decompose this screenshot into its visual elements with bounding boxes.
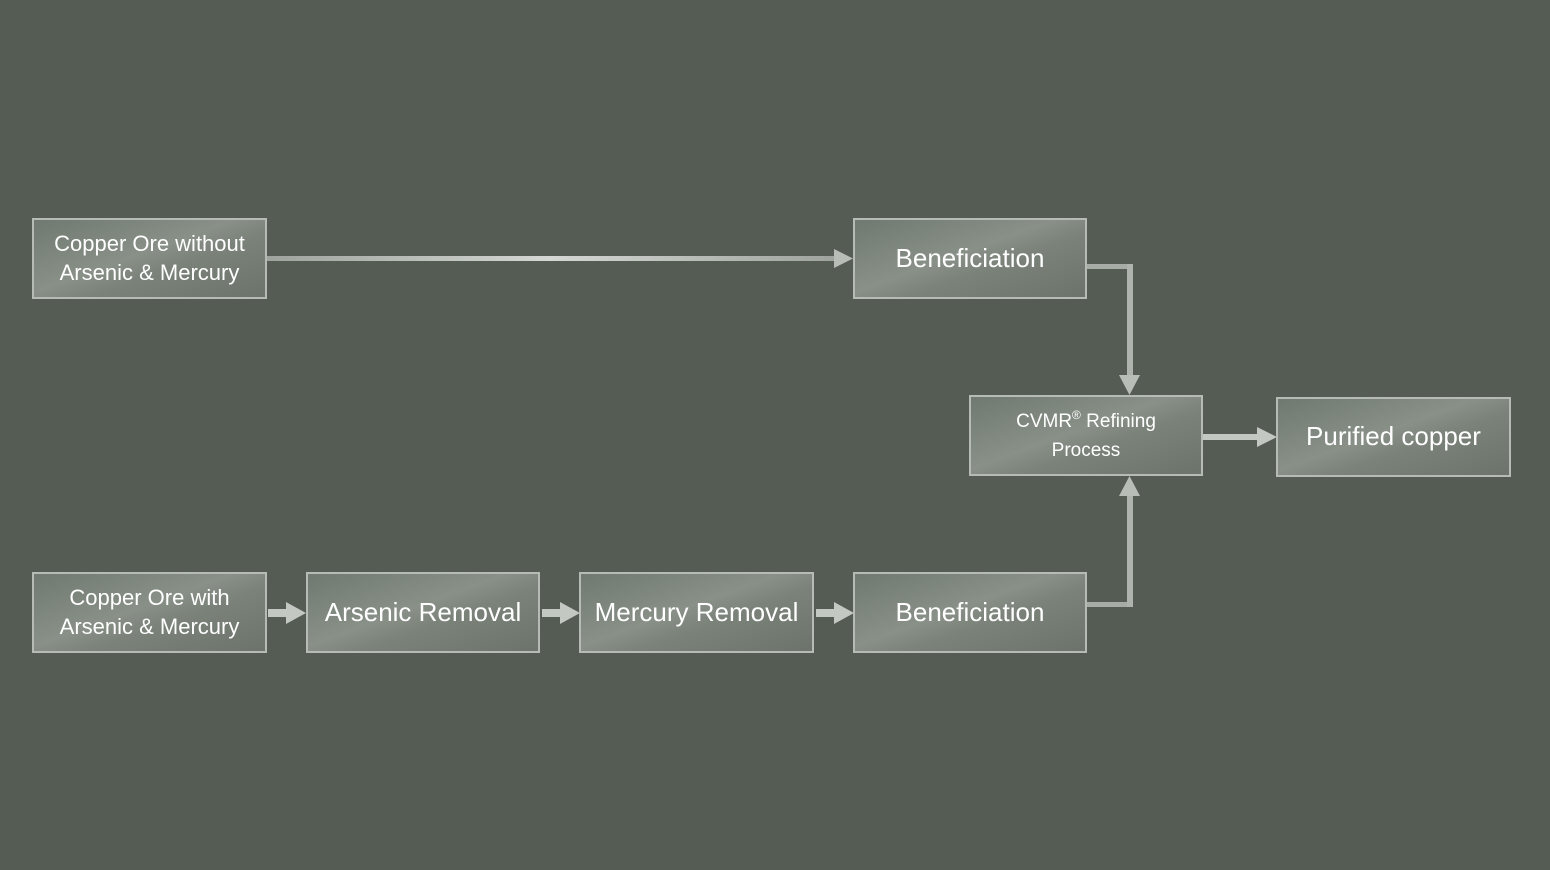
arrow-ore-with-to-arsenic-removal: [268, 602, 306, 624]
arrow-arsenic-to-mercury-removal: [542, 602, 580, 624]
node-copper-ore-without-line1: Copper Ore without: [54, 230, 245, 256]
node-cvmr-line1: CVMR® Refining: [1016, 406, 1156, 437]
node-mercury-removal: Mercury Removal: [579, 572, 814, 653]
arrow-cvmr-to-purified-copper: [1203, 427, 1277, 447]
node-cvmr-rest: Refining: [1080, 411, 1156, 432]
node-cvmr-name: CVMR: [1016, 411, 1073, 432]
arrow-ore-without-to-beneficiation-top: [266, 249, 853, 268]
arrow-beneficiation-top-to-cvmr: [1087, 264, 1140, 395]
node-copper-ore-without: Copper Ore without Arsenic & Mercury: [32, 218, 267, 299]
node-arsenic-removal: Arsenic Removal: [306, 572, 540, 653]
node-beneficiation-top-label: Beneficiation: [895, 242, 1045, 273]
node-beneficiation-bottom-label: Beneficiation: [895, 596, 1045, 627]
arrow-beneficiation-bottom-to-cvmr: [1087, 476, 1140, 607]
node-copper-ore-without-line2: Arsenic & Mercury: [59, 259, 240, 285]
node-cvmr-line2: Process: [1051, 439, 1121, 461]
node-copper-ore-with-line1: Copper Ore with: [69, 584, 230, 610]
registered-mark: ®: [1072, 408, 1081, 422]
node-purified-copper: Purified copper: [1276, 397, 1511, 477]
node-beneficiation-top: Beneficiation: [853, 218, 1087, 299]
node-beneficiation-bottom: Beneficiation: [853, 572, 1087, 653]
arrow-mercury-to-beneficiation-bottom: [816, 602, 854, 624]
node-copper-ore-with: Copper Ore with Arsenic & Mercury: [32, 572, 267, 653]
node-purified-copper-label: Purified copper: [1306, 421, 1481, 452]
node-cvmr-refining-process: CVMR® Refining Process: [969, 395, 1203, 476]
node-copper-ore-with-line2: Arsenic & Mercury: [59, 613, 240, 639]
node-arsenic-removal-label: Arsenic Removal: [324, 596, 522, 627]
node-mercury-removal-label: Mercury Removal: [594, 596, 799, 627]
